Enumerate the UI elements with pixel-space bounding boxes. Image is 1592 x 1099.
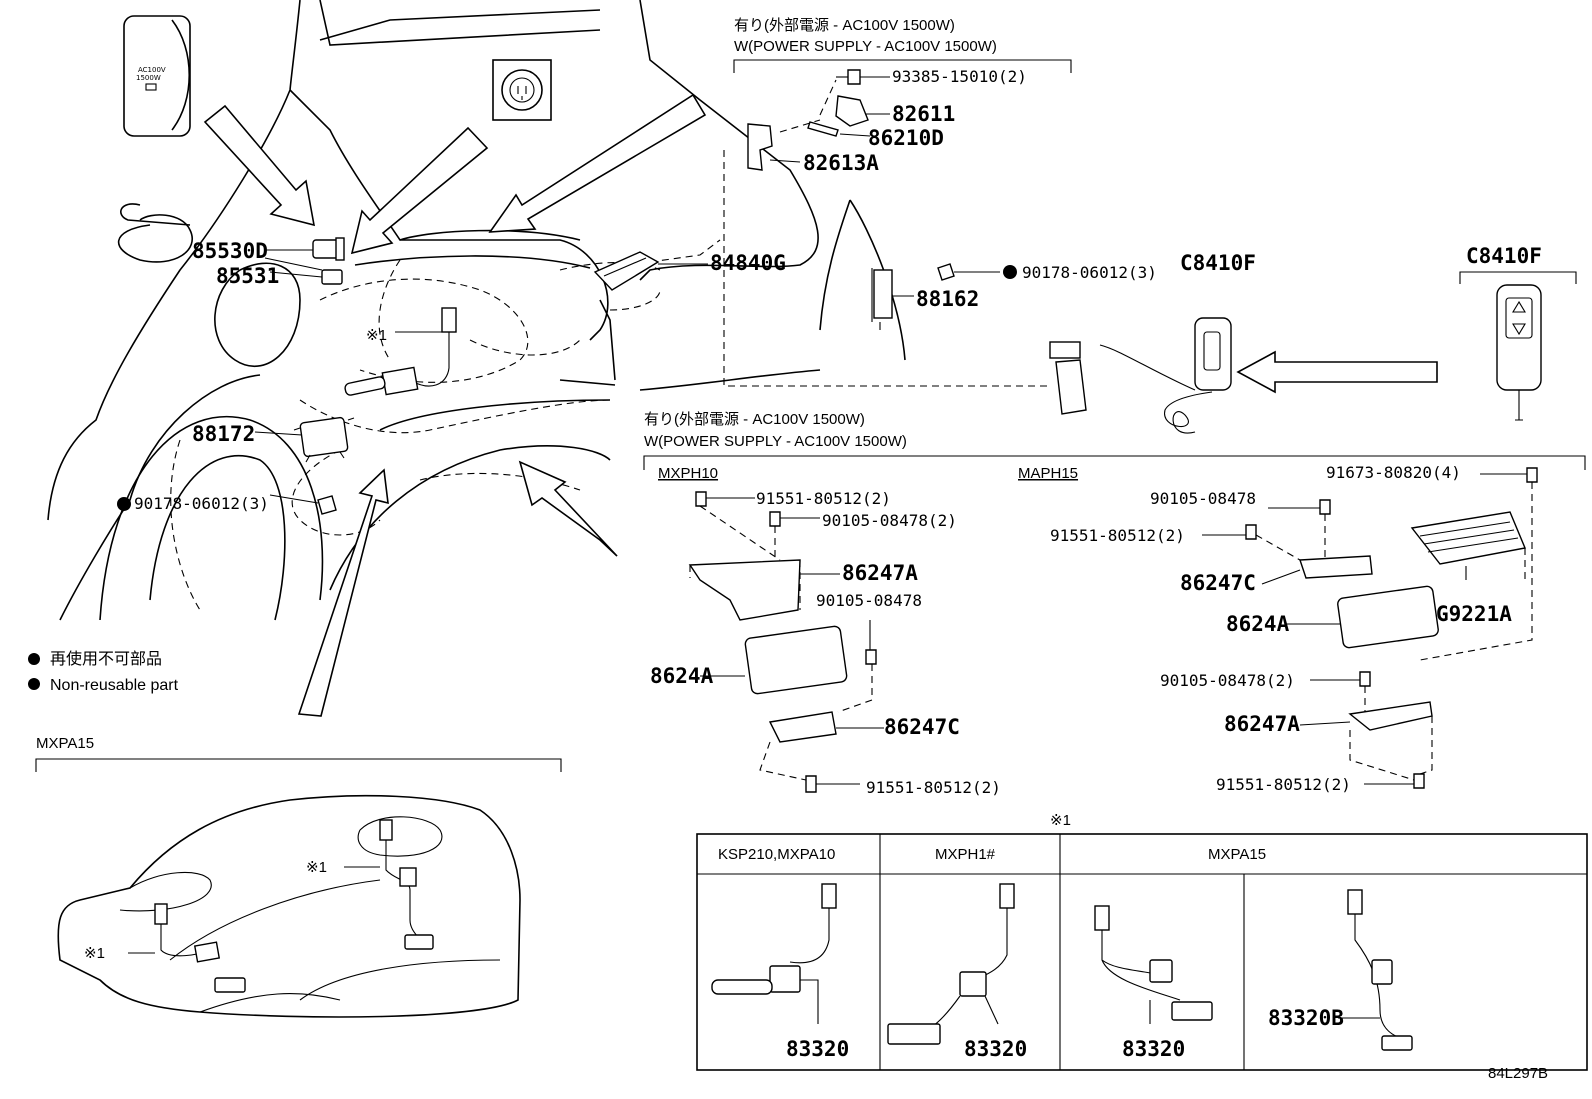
side-detail-bracket (1459, 271, 1577, 284)
part-label-84840g: 84840G (710, 251, 786, 275)
maph15-part-g9221a: G9221A (1436, 602, 1512, 626)
variant-83320-col2-shape (887, 883, 1015, 1045)
part-84840g-shape (593, 251, 660, 291)
part-82613a-shape (747, 123, 773, 171)
figure-code: 84L297B (1488, 1065, 1548, 1082)
part-86210d-shape (807, 121, 839, 137)
variant-label-4: 83320B (1268, 1006, 1344, 1030)
mxph10-label: MXPH10 (658, 465, 718, 482)
part-label-90178-top: 90178-06012(3) (1022, 263, 1157, 282)
mxph10-part-90105-b: 90105-08478 (816, 591, 922, 610)
maph15-part-91551-b: 91551-80512(2) (1216, 775, 1351, 794)
vehicle-body-outline (47, 0, 906, 621)
side-detail-label: C8410F (1466, 244, 1542, 268)
top-group-bracket (649, 59, 1072, 387)
part-label-90178-left: 90178-06012(3) (134, 494, 269, 513)
part-label-85531: 85531 (216, 264, 279, 288)
maph15-part-8624a: 8624A (1226, 612, 1290, 636)
mxpa15-note-a: ※1 (306, 859, 327, 876)
part-82611-shape (835, 95, 869, 127)
maph15-part-86247a: 86247A (1224, 712, 1300, 736)
part-88172-shape (293, 416, 355, 463)
maph15-part-90105-b: 90105-08478(2) (1160, 671, 1295, 690)
part-85530d-shape (312, 237, 345, 261)
mid-header-jp: 有り(外部電源 - AC100V 1500W) (644, 411, 865, 428)
variant-83320-col1-shape (711, 883, 837, 1024)
variants-title: ※1 (1050, 812, 1071, 829)
mxph10-part-8624a: 8624A (650, 664, 714, 688)
mxpa15-label: MXPA15 (36, 735, 94, 752)
part-label-86210d: 86210D (868, 126, 944, 150)
part-label-82613a: 82613A (803, 151, 879, 175)
top-header-en: W(POWER SUPPLY - AC100V 1500W) (734, 38, 997, 55)
remote-control-shape (1496, 284, 1542, 421)
switch-harness-shape (344, 307, 457, 396)
maph15-part-91551-a: 91551-80512(2) (1050, 526, 1185, 545)
part-c8410f-shape (1049, 317, 1232, 434)
variants-col-mxpa15: MXPA15 (1208, 846, 1266, 863)
left-leaders (254, 249, 442, 504)
mxph10-part-86247a: 86247A (842, 561, 918, 585)
part-85531-shape (321, 269, 343, 285)
variants-col-ksp210: KSP210,MXPA10 (718, 846, 835, 863)
part-88162-shape (871, 268, 893, 330)
maph15-part-91673: 91673-80820(4) (1326, 463, 1461, 482)
part-93385-shape (836, 69, 861, 85)
mxph10-part-91551-b: 91551-80512(2) (866, 778, 1001, 797)
outlet-inset (492, 59, 552, 121)
svg-text:1500W: 1500W (136, 74, 161, 82)
part-label-93385: 93385-15010(2) (892, 67, 1027, 86)
variant-label-2: 83320 (964, 1037, 1027, 1061)
svg-text:AC100V: AC100V (138, 66, 166, 74)
legend-en: Non-reusable part (50, 677, 179, 694)
mxph10-parts (688, 491, 884, 793)
mid-header-en: W(POWER SUPPLY - AC100V 1500W) (644, 433, 907, 450)
variant-label-3: 83320 (1122, 1037, 1185, 1061)
mxph10-part-86247c: 86247C (884, 715, 960, 739)
ref-note-main: ※1 (366, 327, 387, 344)
maph15-label: MAPH15 (1018, 465, 1078, 482)
mxph10-part-90105-a: 90105-08478(2) (822, 511, 957, 530)
part-label-85530d: 85530D (192, 239, 268, 263)
maph15-part-86247c: 86247C (1180, 571, 1256, 595)
maph15-parts (1202, 467, 1538, 789)
part-90178-top-shape (937, 263, 955, 281)
mxph10-part-91551-a: 91551-80512(2) (756, 489, 891, 508)
legend-jp: 再使用不可部品 (50, 650, 162, 668)
part-label-88172: 88172 (192, 422, 255, 446)
legend-dots (28, 653, 40, 690)
mxpa15-note-b: ※1 (84, 945, 105, 962)
variant-83320-col3-shape (1094, 905, 1213, 1024)
part-label-88162: 88162 (916, 287, 979, 311)
variant-83320b-col4-shape (1338, 889, 1413, 1051)
pointer-arrows (203, 93, 1438, 717)
non-reusable-markers (117, 265, 1017, 511)
mxpa15-block (35, 758, 562, 1018)
top-header-jp: 有り(外部電源 - AC100V 1500W) (734, 17, 955, 34)
part-label-82611: 82611 (892, 102, 955, 126)
clip-90178-left-shape (317, 495, 337, 515)
top-leaders (658, 76, 1000, 297)
power-switch-inset: AC100V 1500W (123, 15, 191, 137)
middle-group-bracket (643, 455, 1586, 470)
maph15-part-90105-a: 90105-08478 (1150, 489, 1256, 508)
variant-label-1: 83320 (786, 1037, 849, 1061)
part-label-c8410f: C8410F (1180, 251, 1256, 275)
variants-col-mxph1: MXPH1# (935, 846, 996, 863)
variants-table-frame (696, 833, 1588, 1071)
